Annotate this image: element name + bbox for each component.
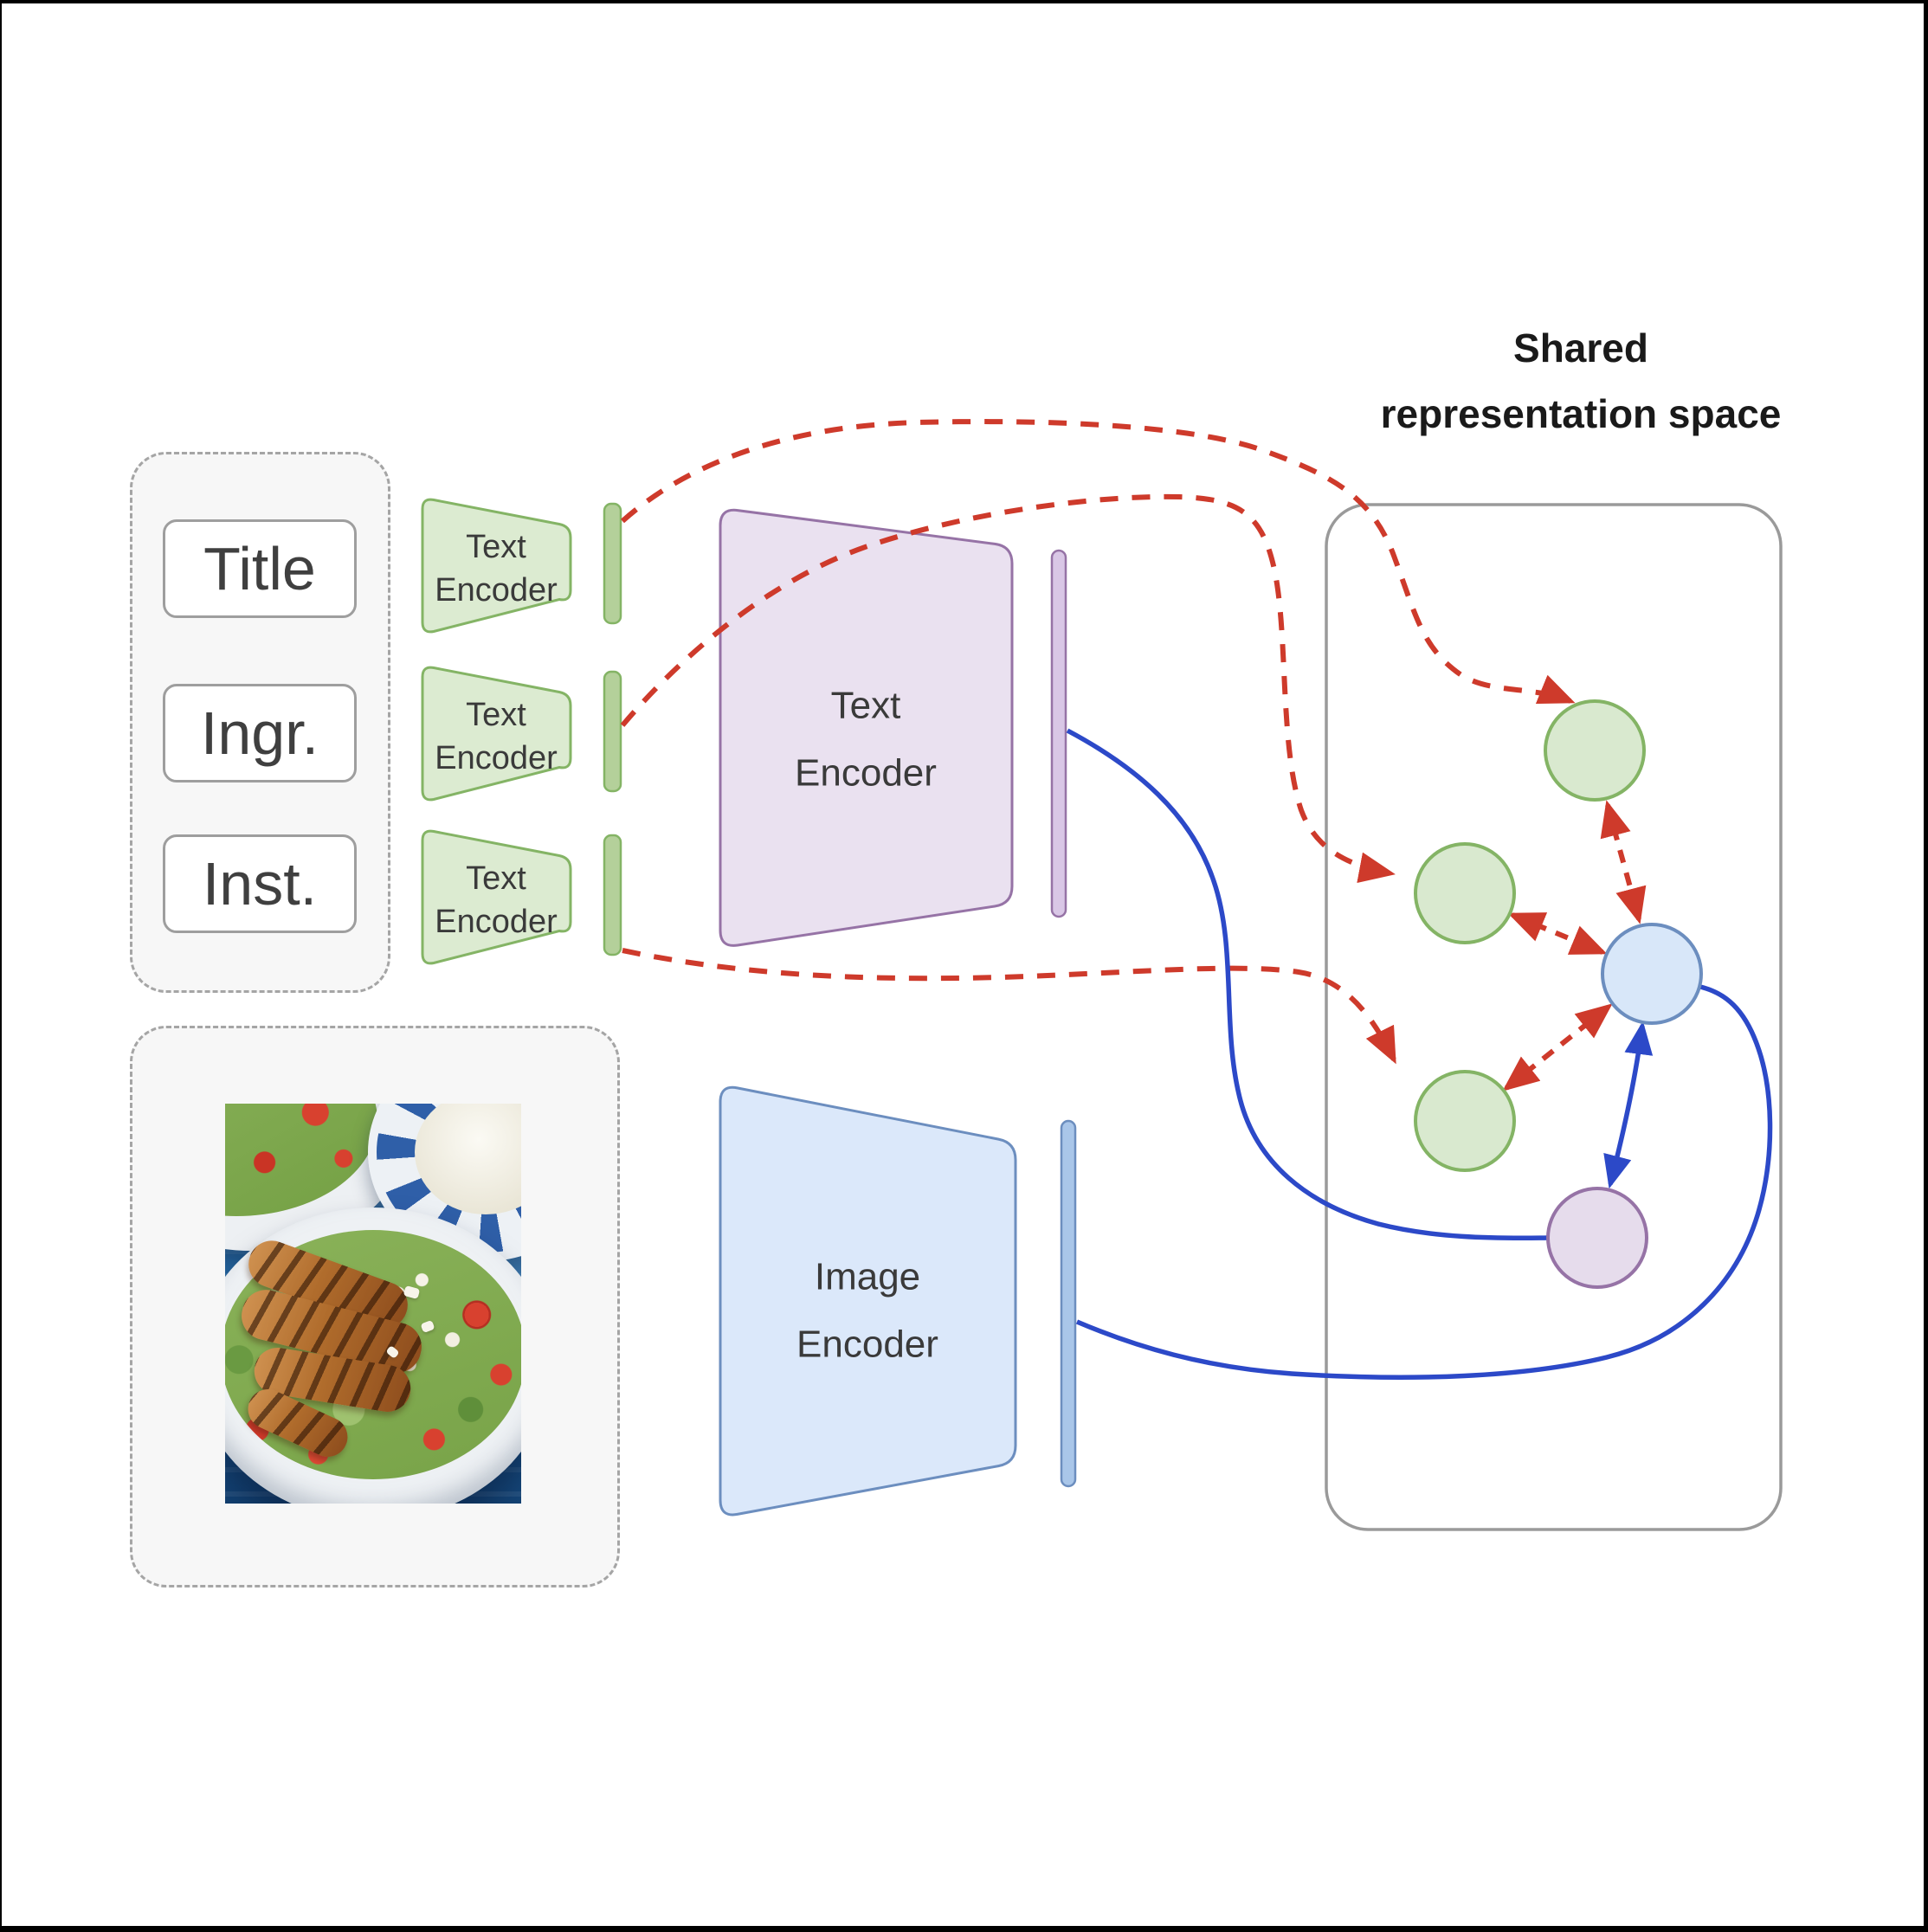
field-text-encoder-3 <box>421 829 572 965</box>
shared-space-boundary <box>1325 503 1783 1531</box>
blue-curve-image-embedding-to-node <box>1075 984 1773 1380</box>
field-text-encoder-1-label-line1: Text <box>466 529 526 565</box>
recipe-text-embedding-bar <box>1050 549 1067 918</box>
red-double-arrow-green2-blue <box>1507 912 1608 955</box>
image-encoder <box>719 1085 1017 1517</box>
red-dashed-curve-ingredients-embedding <box>620 493 1396 884</box>
shared-space-title-line2: representation space <box>1380 391 1782 436</box>
instructions-embedding-bar <box>603 834 622 956</box>
blue-double-arrow-image-text-nodes <box>1603 1021 1654 1189</box>
title-input-label: Title <box>203 535 316 602</box>
instructions-input-label: Inst. <box>202 850 318 918</box>
red-double-arrow-green1-blue <box>1600 800 1647 924</box>
instructions-input-box: Inst. <box>163 834 357 933</box>
green-embedding-node-1 <box>1544 699 1646 802</box>
photo-side-salad <box>225 1104 377 1216</box>
ingredients-input-box: Ingr. <box>163 684 357 782</box>
red-dashed-curve-title-embedding <box>620 419 1576 705</box>
recipe-text-encoder-label-line2: Encoder <box>795 752 937 795</box>
title-input-box: Title <box>163 519 357 618</box>
shared-space-title-line1: Shared <box>1513 325 1648 370</box>
field-text-encoder-3-label-line2: Encoder <box>435 904 558 940</box>
image-embedding-bar <box>1060 1119 1077 1488</box>
image-encoder-label-line2: Encoder <box>796 1323 938 1366</box>
image-embedding-node <box>1601 923 1703 1025</box>
image-encoder-label-line1: Image <box>815 1256 920 1298</box>
recipe-image <box>225 1104 521 1504</box>
field-text-encoder-3-label-line1: Text <box>466 860 526 897</box>
title-embedding-bar <box>603 502 622 625</box>
field-text-encoder-2-label-line1: Text <box>466 697 526 733</box>
red-double-arrow-green3-blue <box>1502 1003 1613 1092</box>
recipe-text-encoder <box>719 508 1014 947</box>
recipe-text-encoder-label-line1: Text <box>831 685 901 727</box>
text-embedding-node <box>1546 1187 1648 1289</box>
frame-edge-bottom <box>0 1926 1928 1932</box>
frame-edge-right <box>1924 0 1928 1932</box>
red-dashed-curve-instructions-embedding <box>622 948 1396 1065</box>
ingredients-input-label: Ingr. <box>200 699 319 767</box>
frame-edge-top <box>0 0 1928 3</box>
field-text-encoder-1 <box>421 498 572 634</box>
green-embedding-node-3 <box>1414 1070 1516 1172</box>
shared-space-title: Shared representation space <box>1316 315 1846 447</box>
ingredients-embedding-bar <box>603 670 622 793</box>
green-embedding-node-2 <box>1414 842 1516 944</box>
field-text-encoder-1-label-line2: Encoder <box>435 572 558 609</box>
photo-main-bowl <box>225 1208 521 1504</box>
frame-edge-left <box>0 0 2 1932</box>
field-text-encoder-2 <box>421 666 572 802</box>
blue-curve-text-embedding-to-node <box>1066 728 1550 1241</box>
field-text-encoder-2-label-line2: Encoder <box>435 740 558 776</box>
photo-dip <box>415 1104 521 1214</box>
